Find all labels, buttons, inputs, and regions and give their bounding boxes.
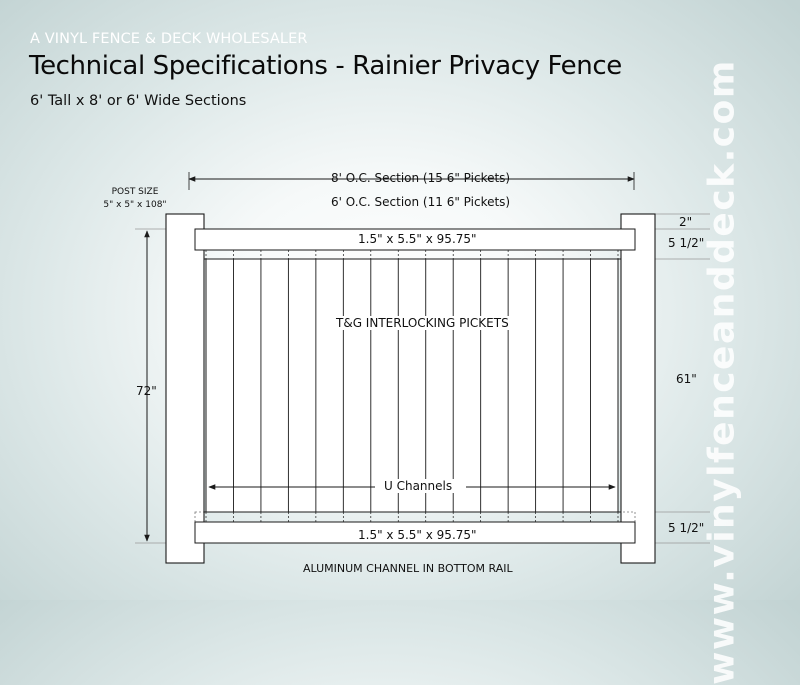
fence-diagram: [135, 172, 710, 564]
u-channels-label: U Channels: [382, 479, 455, 493]
picket-dividers: [233, 259, 591, 512]
top-rail-hidden-ends: [194, 228, 636, 251]
top-rail-height-label: 5 1/2": [668, 236, 705, 250]
bottom-rail-label: 1.5" x 5.5" x 95.75": [358, 528, 477, 542]
page-title: Technical Specifications - Rainier Priva…: [29, 51, 622, 81]
bottom-rail-hidden-ends: [194, 511, 636, 544]
section-8ft-label: 8' O.C. Section (15 6" Pickets): [331, 171, 511, 185]
page-subtitle: 6' Tall x 8' or 6' Wide Sections: [30, 93, 247, 109]
left-post: [165, 213, 205, 564]
total-height-label: 72": [136, 384, 157, 398]
section-6ft-label: 6' O.C. Section (11 6" Pickets): [331, 195, 511, 209]
website-watermark: www.vinylfenceanddeck.com: [701, 59, 743, 685]
post-size-label: POST SIZE: [111, 187, 159, 197]
pickets-label: T&G INTERLOCKING PICKETS: [334, 316, 511, 330]
top-channel-ticks: [205, 250, 619, 259]
bottom-channel-ticks: [205, 512, 619, 522]
top-gap-label: 2": [679, 215, 693, 229]
brand-tagline: A VINYL FENCE & DECK WHOLESALER: [30, 31, 308, 47]
bottom-rail-height-label: 5 1/2": [668, 521, 705, 535]
post-size-value: 5" x 5" x 108": [103, 200, 167, 210]
picket-height-label: 61": [676, 372, 697, 386]
footer-note: ALUMINUM CHANNEL IN BOTTOM RAIL: [303, 562, 513, 575]
picket-panel: [205, 258, 619, 513]
top-rail-label: 1.5" x 5.5" x 95.75": [358, 232, 477, 246]
right-post: [620, 213, 656, 564]
